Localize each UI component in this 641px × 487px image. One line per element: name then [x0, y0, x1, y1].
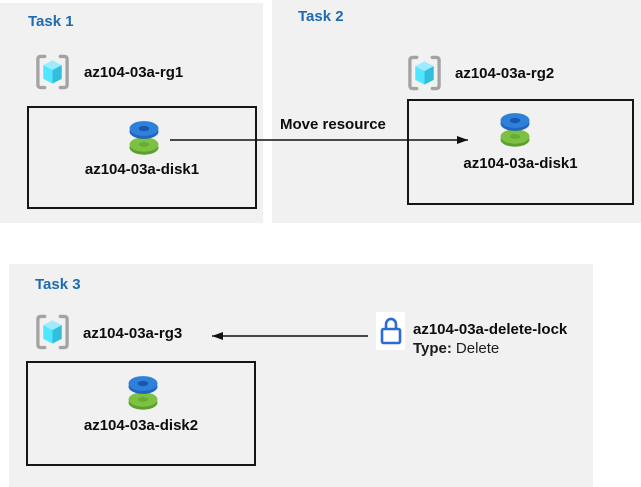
managed-disk-icon	[495, 110, 535, 148]
task2-panel: Task 2	[272, 0, 641, 223]
lock-chip	[376, 312, 405, 350]
resource-group-icon	[34, 52, 71, 92]
task3-panel: Task 3	[9, 264, 593, 487]
move-resource-label: Move resource	[280, 116, 386, 133]
lock-type-value: Delete	[455, 340, 500, 357]
task3-resource-box: az104-03a-disk2	[26, 361, 256, 466]
delete-lock-name: az104-03a-delete-lock	[413, 321, 568, 338]
managed-disk-icon	[123, 373, 163, 411]
task1-resource-group-label: az104-03a-rg1	[84, 64, 184, 81]
resource-group-icon	[34, 312, 71, 352]
resource-group-icon	[406, 53, 443, 93]
delete-lock-type: Type:Delete	[413, 340, 499, 357]
lock-icon	[378, 315, 404, 347]
task1-resource-box: az104-03a-disk1	[27, 106, 257, 209]
task1-disk-label: az104-03a-disk1	[84, 161, 200, 178]
task1-panel: Task 1	[0, 3, 263, 223]
managed-disk-icon	[124, 118, 164, 156]
task3-disk-label: az104-03a-disk2	[83, 417, 199, 434]
lock-type-label: Type:	[413, 340, 452, 357]
task2-resource-box: az104-03a-disk1	[407, 99, 634, 205]
task3-resource-group-label: az104-03a-rg3	[83, 325, 183, 342]
task1-title: Task 1	[28, 13, 74, 30]
task3-title: Task 3	[35, 276, 81, 293]
task2-disk-label: az104-03a-disk1	[463, 155, 578, 172]
task2-title: Task 2	[298, 8, 344, 25]
task2-resource-group-label: az104-03a-rg2	[455, 65, 555, 82]
